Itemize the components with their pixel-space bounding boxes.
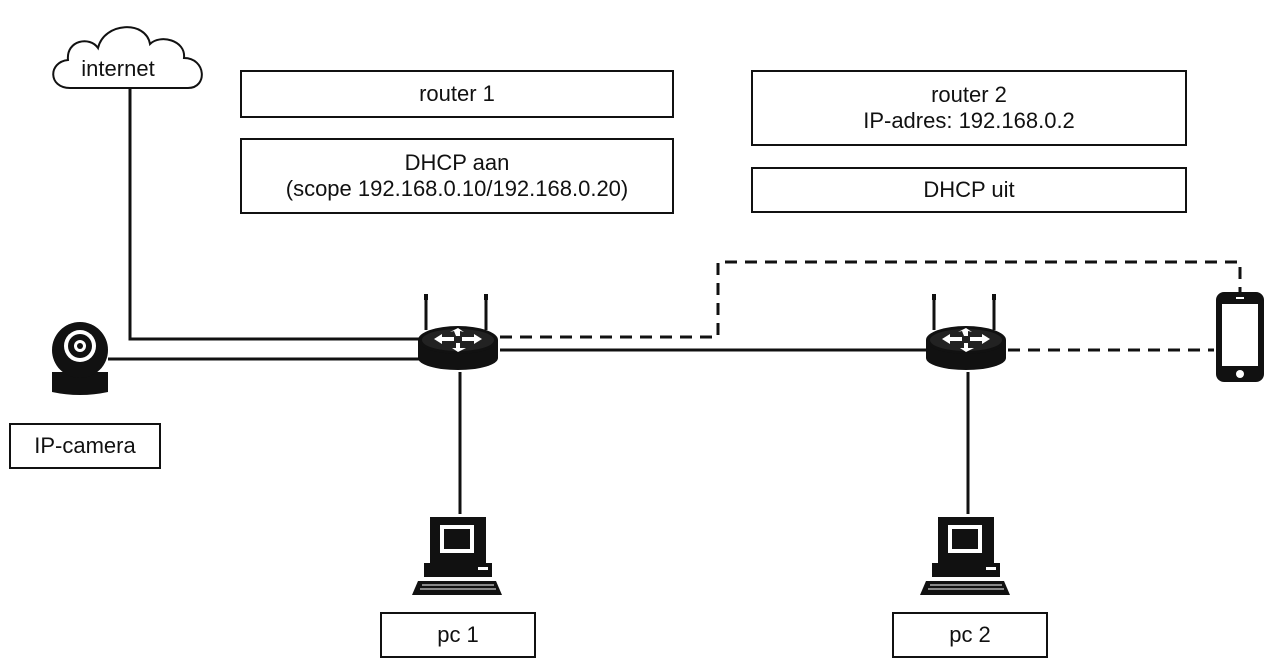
- router2-dhcp-status: DHCP uit: [923, 177, 1015, 202]
- router2-icon: [924, 292, 1008, 372]
- router2-ip-address: IP-adres: 192.168.0.2: [863, 108, 1075, 133]
- pc1-icon: [411, 516, 503, 596]
- router1-dhcp-scope: (scope 192.168.0.10/192.168.0.20): [285, 176, 629, 201]
- router1-dhcp-box: DHCP aan (scope 192.168.0.10/192.168.0.2…: [240, 138, 674, 214]
- router1-to-phone-wireless-line: [500, 260, 1242, 339]
- pc1-label-box: pc 1: [380, 612, 536, 658]
- smartphone-icon: [1216, 292, 1264, 382]
- internet-to-router1-line: [128, 88, 420, 341]
- pc2-label: pc 2: [949, 622, 991, 647]
- internet-cloud-icon: [52, 26, 203, 89]
- router1-icon: [416, 292, 500, 372]
- router2-name: router 2: [931, 82, 1007, 107]
- connection-lines: [108, 88, 970, 514]
- router1-name: router 1: [419, 81, 495, 106]
- pc1-label: pc 1: [437, 622, 479, 647]
- router2-dhcp-box: DHCP uit: [751, 167, 1187, 213]
- ip-camera-icon: [52, 322, 108, 395]
- internet-label: internet: [81, 56, 155, 81]
- router2-name-box: router 2 IP-adres: 192.168.0.2: [751, 70, 1187, 146]
- ip-camera-label-box: IP-camera: [9, 423, 161, 469]
- router1-dhcp-status: DHCP aan: [404, 150, 510, 175]
- pc2-icon: [919, 516, 1011, 596]
- wireless-links: [500, 260, 1242, 352]
- ip-camera-label: IP-camera: [34, 433, 136, 458]
- router1-name-box: router 1: [240, 70, 674, 118]
- pc2-label-box: pc 2: [892, 612, 1048, 658]
